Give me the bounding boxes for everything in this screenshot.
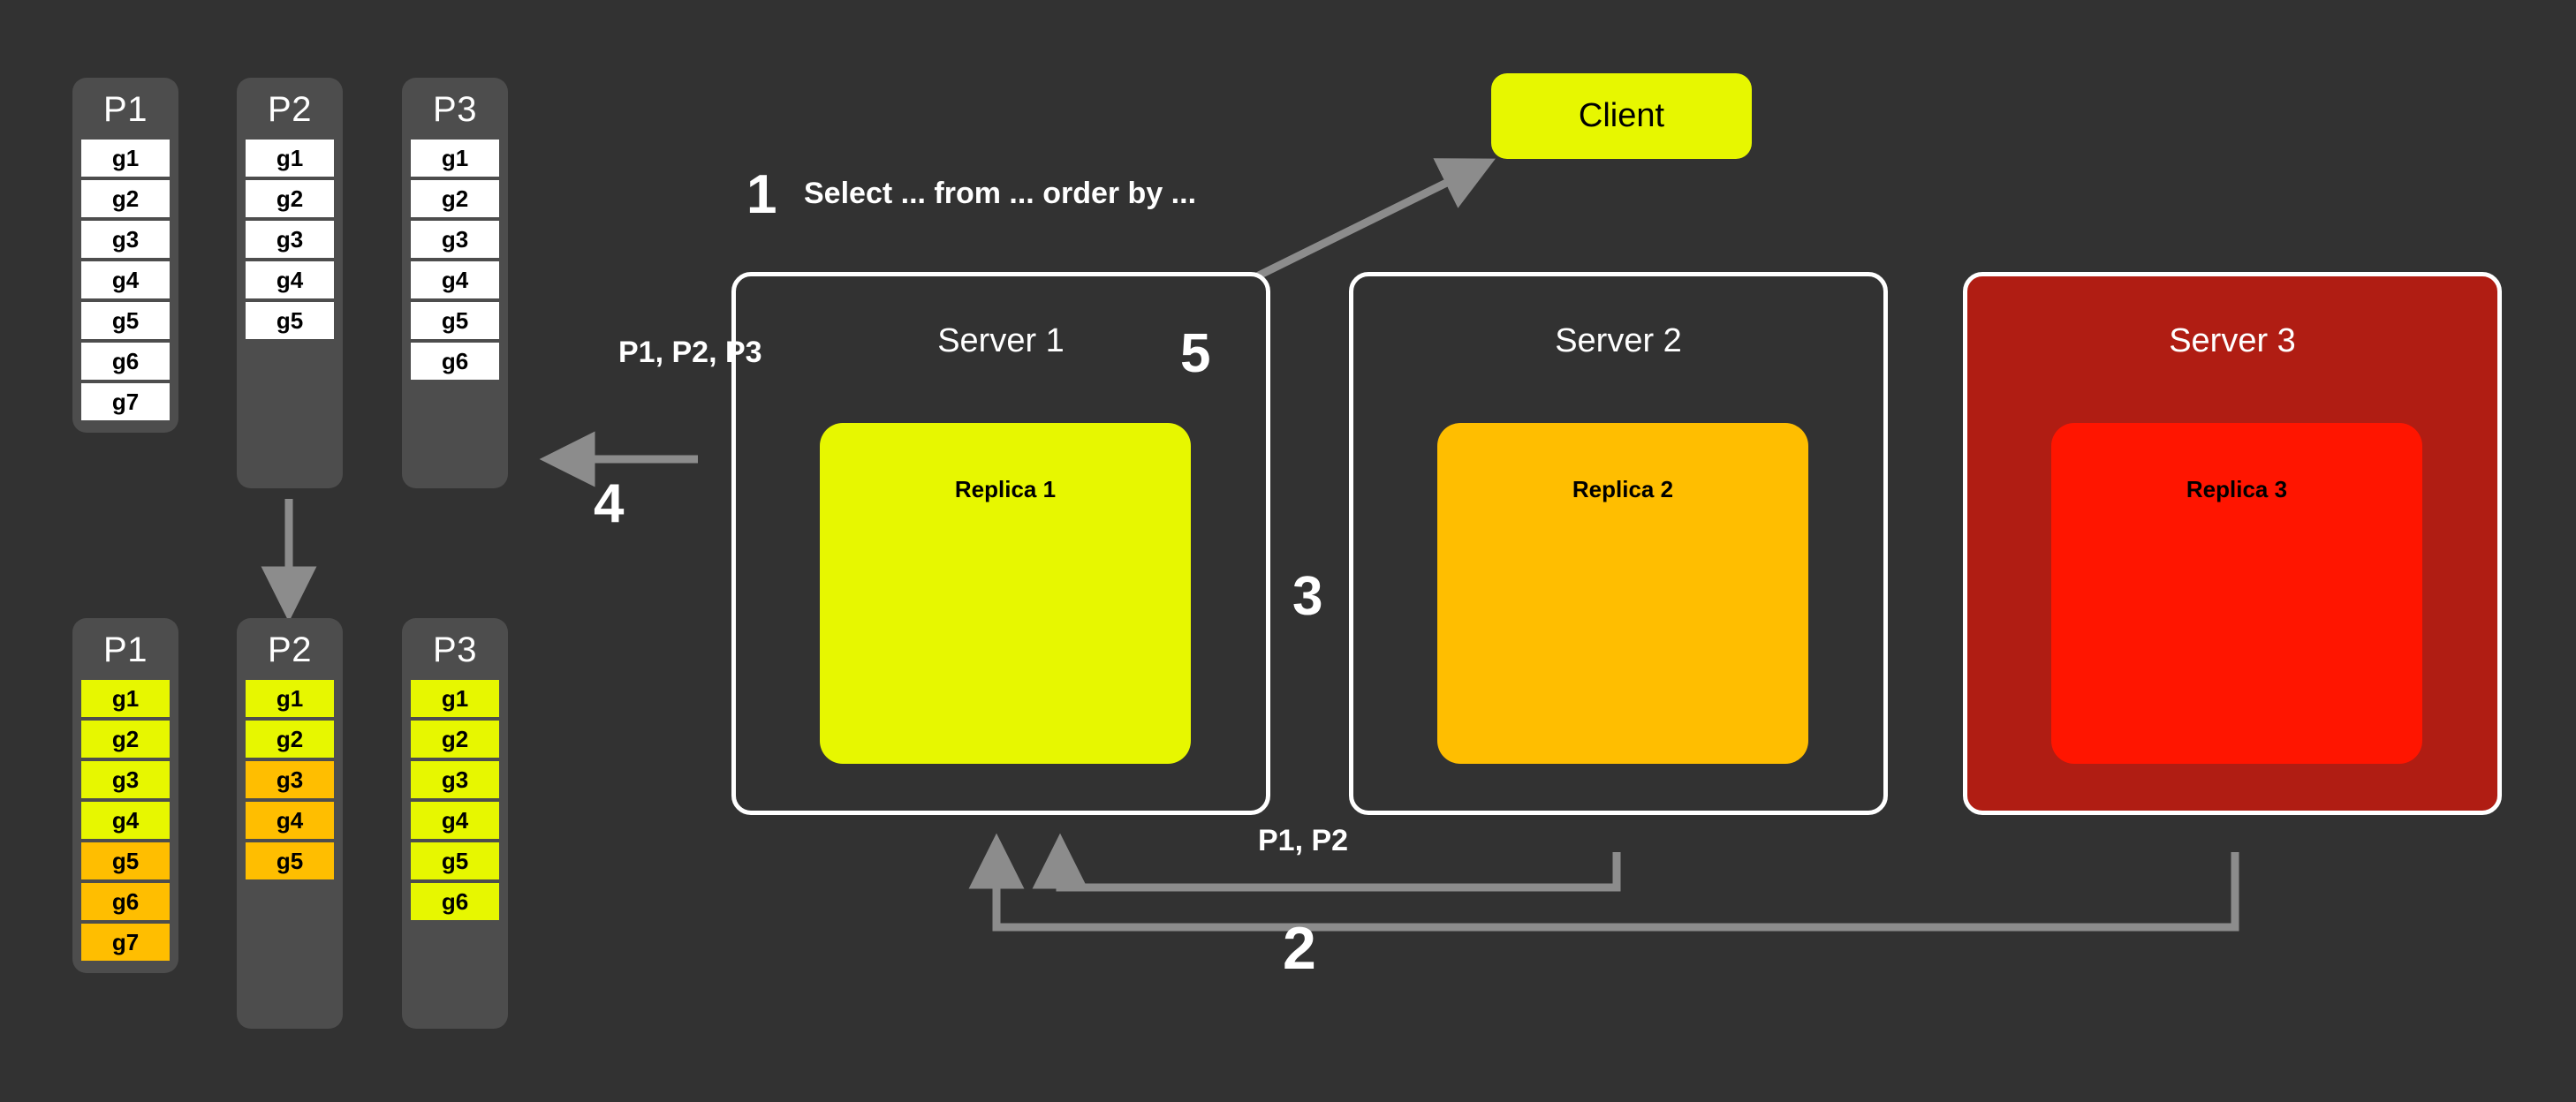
partition-cells: g1 g2 g3 g4 g5 g6 bbox=[411, 140, 499, 380]
server-2-box[interactable]: Server 2 Replica 2 bbox=[1349, 272, 1888, 815]
step-number-4: 4 bbox=[594, 473, 625, 534]
partition-cell: g3 bbox=[246, 221, 334, 258]
partition-cells: g1 g2 g3 g4 g5 g6 g7 bbox=[81, 680, 170, 961]
partition-cell: g6 bbox=[411, 343, 499, 380]
partition-cell: g2 bbox=[246, 721, 334, 758]
partition-cell: g5 bbox=[246, 842, 334, 879]
client-label: Client bbox=[1578, 97, 1665, 134]
partition-cell: g4 bbox=[81, 261, 170, 298]
partition-title: P3 bbox=[433, 90, 477, 129]
server-2-title: Server 2 bbox=[1555, 322, 1682, 359]
step-number-1: 1 bbox=[746, 164, 777, 225]
query-text-label: Select ... from ... order by ... bbox=[804, 177, 1197, 210]
partition-cells: g1 g2 g3 g4 g5 g6 g7 bbox=[81, 140, 170, 420]
partition-cell: g7 bbox=[81, 383, 170, 420]
partition-after-p1: P1 g1 g2 g3 g4 g5 g6 g7 bbox=[72, 618, 178, 973]
partition-cell: g1 bbox=[411, 680, 499, 717]
partition-cell: g4 bbox=[246, 261, 334, 298]
partition-before-p1: P1 g1 g2 g3 g4 g5 g6 g7 bbox=[72, 78, 178, 433]
partition-after-p3: P3 g1 g2 g3 g4 g5 g6 bbox=[402, 618, 508, 1029]
partition-cell: g1 bbox=[81, 140, 170, 177]
replica-2-box[interactable]: Replica 2 bbox=[1437, 423, 1808, 764]
server-3-box[interactable]: Server 3 Replica 3 bbox=[1963, 272, 2502, 815]
replica-1-label: Replica 1 bbox=[954, 476, 1057, 502]
replica-2-label: Replica 2 bbox=[1572, 476, 1674, 502]
partition-cell: g2 bbox=[411, 721, 499, 758]
partition-title: P3 bbox=[433, 630, 477, 669]
step-number-5: 5 bbox=[1180, 323, 1211, 384]
partition-cell: g3 bbox=[411, 761, 499, 798]
partition-cell: g4 bbox=[411, 802, 499, 839]
partition-cell: g3 bbox=[411, 221, 499, 258]
partition-cell: g5 bbox=[81, 842, 170, 879]
partition-before-p2: P2 g1 g2 g3 g4 g5 bbox=[237, 78, 343, 488]
partition-cell: g5 bbox=[411, 842, 499, 879]
arrow-step2-from-server3 bbox=[968, 833, 2239, 932]
partition-cell: g1 bbox=[246, 680, 334, 717]
partition-cell: g3 bbox=[81, 221, 170, 258]
step-number-2: 2 bbox=[1283, 915, 1316, 982]
server-1-title: Server 1 bbox=[937, 322, 1064, 359]
partition-title: P1 bbox=[103, 630, 148, 669]
partition-cell: g2 bbox=[81, 180, 170, 217]
partition-cell: g6 bbox=[81, 883, 170, 920]
partition-cells: g1 g2 g3 g4 g5 g6 bbox=[411, 680, 499, 920]
partition-cell: g2 bbox=[81, 721, 170, 758]
partition-cell: g3 bbox=[81, 761, 170, 798]
partitions-fetch-label: P1, P2 bbox=[1258, 824, 1349, 857]
partition-before-p3: P3 g1 g2 g3 g4 g5 g6 bbox=[402, 78, 508, 488]
partition-title: P2 bbox=[268, 630, 312, 669]
partitions-out-label: P1, P2, P3 bbox=[618, 336, 762, 369]
partition-cell: g5 bbox=[81, 302, 170, 339]
partition-cells: g1 g2 g3 g4 g5 bbox=[246, 680, 334, 879]
partition-cell: g7 bbox=[81, 924, 170, 961]
partition-title: P2 bbox=[268, 90, 312, 129]
partition-cell: g4 bbox=[246, 802, 334, 839]
partition-cells: g1 g2 g3 g4 g5 bbox=[246, 140, 334, 339]
client-box[interactable]: Client bbox=[1491, 73, 1752, 159]
partition-cell: g5 bbox=[411, 302, 499, 339]
partition-cell: g1 bbox=[246, 140, 334, 177]
partition-cell: g1 bbox=[411, 140, 499, 177]
partition-title: P1 bbox=[103, 90, 148, 129]
partition-cell: g6 bbox=[411, 883, 499, 920]
server-1-box[interactable]: Server 1 Replica 1 bbox=[731, 272, 1270, 815]
replica-3-label: Replica 3 bbox=[2186, 476, 2288, 502]
partition-cell: g2 bbox=[411, 180, 499, 217]
partition-after-p2: P2 g1 g2 g3 g4 g5 bbox=[237, 618, 343, 1029]
replica-1-box[interactable]: Replica 1 bbox=[820, 423, 1191, 764]
partition-cell: g4 bbox=[411, 261, 499, 298]
partition-cell: g2 bbox=[246, 180, 334, 217]
partition-cell: g4 bbox=[81, 802, 170, 839]
step-number-3: 3 bbox=[1292, 566, 1323, 627]
partition-cell: g5 bbox=[246, 302, 334, 339]
partition-cell: g6 bbox=[81, 343, 170, 380]
partition-cell: g1 bbox=[81, 680, 170, 717]
server-3-title: Server 3 bbox=[2169, 322, 2296, 359]
partition-cell: g3 bbox=[246, 761, 334, 798]
replica-3-box[interactable]: Replica 3 bbox=[2051, 423, 2422, 764]
